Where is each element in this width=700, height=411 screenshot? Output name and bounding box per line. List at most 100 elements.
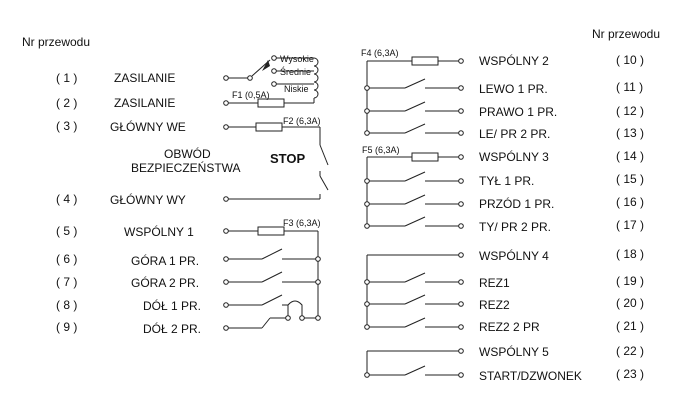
junction xyxy=(315,279,321,285)
wire-label-23: START/DZWONEK xyxy=(479,369,582,383)
switch-contact xyxy=(261,271,283,283)
wire-label-5: WSPÓLNY 1 xyxy=(124,224,194,239)
wire-label-8: DÓŁ 1 PR. xyxy=(143,298,201,313)
wire-number-10: ( 10 ) xyxy=(616,53,644,67)
terminal xyxy=(247,75,253,81)
terminal xyxy=(458,279,464,285)
power-supply-circuit: Wysokie Średnie Niskie F1 (0,5A) xyxy=(223,54,319,108)
wire-number-11: ( 11 ) xyxy=(616,80,643,94)
terminal xyxy=(223,325,229,331)
terminal xyxy=(223,228,229,234)
wire-number-20: ( 20 ) xyxy=(616,296,644,310)
terminal xyxy=(458,324,464,330)
wire-number-18: ( 18 ) xyxy=(616,247,644,261)
switch-contact xyxy=(261,248,283,260)
wire-label-20: REZ2 xyxy=(479,298,510,312)
wire-number-16: ( 16 ) xyxy=(616,195,644,209)
terminal xyxy=(458,130,464,136)
wire-label-10: WSPÓLNY 2 xyxy=(479,53,549,68)
arrow-icon xyxy=(262,60,270,71)
stop-label: STOP xyxy=(270,151,305,166)
common-1-circuit: F3 (6,3A) xyxy=(223,218,321,331)
wire-number-2: ( 2 ) xyxy=(56,96,77,110)
wire-number-21: ( 21 ) xyxy=(616,319,644,333)
wire-label-17: TY/ PR 2 PR. xyxy=(479,220,551,234)
common-3-circuit: F5 (6,3A) xyxy=(362,145,464,229)
main-safety-circuit: F2 (6,3A) xyxy=(223,116,329,202)
wire-number-4: ( 4 ) xyxy=(56,192,77,206)
switch-contact xyxy=(404,194,426,205)
wire-number-5: ( 5 ) xyxy=(56,224,77,238)
speed-medium-label: Średnie xyxy=(280,66,311,77)
safety-circuit-label-line1: OBWÓD xyxy=(164,146,211,161)
wire-number-17: ( 17 ) xyxy=(616,218,644,232)
junction xyxy=(364,201,370,207)
wire-label-14: WSPÓLNY 3 xyxy=(479,149,549,164)
wire-number-7: ( 7 ) xyxy=(56,275,77,289)
wire-label-19: REZ1 xyxy=(479,276,510,290)
terminal xyxy=(223,124,229,130)
wire-label-16: PRZÓD 1 PR. xyxy=(479,196,554,211)
junction xyxy=(315,315,321,321)
wire-number-13: ( 13 ) xyxy=(616,126,644,140)
wire-label-9: DÓŁ 2 PR. xyxy=(143,321,201,336)
motor-winding-icon xyxy=(313,57,319,99)
wire-label-15: TYŁ 1 PR. xyxy=(479,174,534,188)
switch-contact xyxy=(404,101,426,112)
junction xyxy=(364,279,370,285)
fuse-f5-label: F5 (6,3A) xyxy=(362,145,400,155)
terminal xyxy=(223,302,229,308)
speed-low-label: Niskie xyxy=(284,84,309,94)
terminal xyxy=(223,75,229,81)
wire-number-6: ( 6 ) xyxy=(56,252,77,266)
terminal xyxy=(223,256,229,262)
terminal xyxy=(271,55,277,61)
terminal xyxy=(458,85,464,91)
switch-contact xyxy=(404,78,426,89)
left-wire-list: ( 1 ) ZASILANIE ( 2 ) ZASILANIE ( 3 ) GŁ… xyxy=(56,71,305,336)
header-right: Nr przewodu xyxy=(592,27,660,41)
wire-label-13: LE/ PR 2 PR. xyxy=(479,127,550,141)
junction xyxy=(364,178,370,184)
terminal xyxy=(458,58,464,64)
fuse-icon xyxy=(255,122,283,132)
switch-contact xyxy=(404,294,426,305)
fuse-f3-label: F3 (6,3A) xyxy=(283,218,321,228)
switch-contact xyxy=(404,317,426,328)
junction xyxy=(364,108,370,114)
right-wire-list: WSPÓLNY 2 ( 10 ) LEWO 1 PR. ( 11 ) PRAWO… xyxy=(479,53,644,383)
junction xyxy=(364,372,370,378)
wire-label-12: PRAWO 1 PR. xyxy=(479,105,557,119)
junction xyxy=(364,130,370,136)
fuse-icon xyxy=(411,152,439,162)
stop-switch xyxy=(319,144,329,166)
terminal xyxy=(458,348,464,354)
wire-number-23: ( 23 ) xyxy=(616,367,644,381)
fuse-icon xyxy=(257,226,285,236)
junction xyxy=(364,223,370,229)
fuse-icon xyxy=(257,98,285,108)
common-2-circuit: F4 (6,3A) xyxy=(361,48,464,136)
switch-contact xyxy=(404,216,426,227)
wire-number-8: ( 8 ) xyxy=(56,298,77,312)
wire-number-3: ( 3 ) xyxy=(56,119,77,133)
junction xyxy=(285,315,291,321)
wire-number-1: ( 1 ) xyxy=(56,71,77,85)
junction xyxy=(315,256,321,262)
wire-number-19: ( 19 ) xyxy=(616,274,644,288)
switch-contact xyxy=(404,171,426,182)
wire-label-6: GÓRA 1 PR. xyxy=(131,253,199,268)
fuse-f4-label: F4 (6,3A) xyxy=(361,48,399,58)
switch-contact xyxy=(261,294,283,306)
terminal xyxy=(458,301,464,307)
terminal xyxy=(458,178,464,184)
wire-label-3: GŁÓWNY WE xyxy=(110,119,186,134)
terminal xyxy=(458,201,464,207)
terminal xyxy=(458,252,464,258)
speed-high-label: Wysokie xyxy=(280,54,314,64)
safety-switch xyxy=(319,175,329,191)
wire-label-22: WSPÓLNY 5 xyxy=(479,344,549,359)
wire-label-1: ZASILANIE xyxy=(114,71,175,85)
header-left: Nr przewodu xyxy=(22,35,90,49)
